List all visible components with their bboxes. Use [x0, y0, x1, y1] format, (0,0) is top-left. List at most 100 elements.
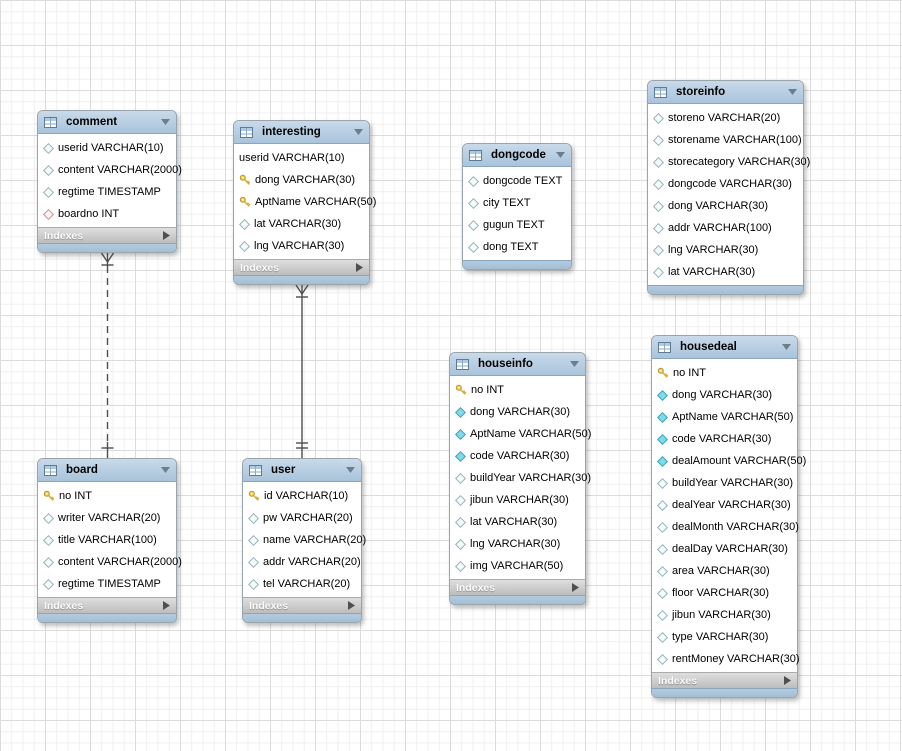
column-row: jibun VARCHAR(30) [450, 489, 585, 511]
table-footer [38, 613, 176, 622]
not-null-column-icon [657, 411, 668, 423]
indexes-expand-icon[interactable] [163, 231, 170, 240]
nullable-column-icon [657, 477, 668, 489]
column-label: AptName VARCHAR(50) [470, 428, 592, 440]
column-row: storecategory VARCHAR(30) [648, 151, 810, 173]
relationship-interesting-user[interactable] [295, 284, 309, 458]
collapse-arrow-icon[interactable] [570, 361, 579, 367]
table-header[interactable]: user [243, 459, 361, 482]
not-null-column-icon [455, 406, 466, 418]
nullable-column-icon [657, 653, 668, 665]
table-title: interesting [262, 126, 321, 138]
table-header[interactable]: storeinfo [648, 81, 803, 104]
nullable-column-icon [653, 222, 664, 234]
table-header[interactable]: comment [38, 111, 176, 134]
nullable-column-icon [455, 560, 466, 572]
table-node-housedeal[interactable]: housedeal no INT dong VARCHAR(30) AptNam… [651, 335, 806, 698]
indexes-expand-icon[interactable] [572, 583, 579, 592]
indexes-label: Indexes [658, 674, 698, 687]
column-row: addr VARCHAR(20) [243, 551, 361, 573]
column-label: no INT [59, 490, 93, 502]
indexes-row[interactable]: Indexes [234, 259, 369, 275]
column-label: no INT [471, 384, 505, 396]
collapse-arrow-icon[interactable] [161, 119, 170, 125]
table-node-board[interactable]: board no INT writer VARCHAR(20) title VA… [37, 458, 182, 623]
indexes-expand-icon[interactable] [163, 601, 170, 610]
column-label: jibun VARCHAR(30) [672, 609, 771, 621]
nullable-column-icon [455, 516, 466, 528]
column-label: type VARCHAR(30) [672, 631, 769, 643]
table-header[interactable]: dongcode [463, 144, 571, 167]
table-node-comment[interactable]: comment userid VARCHAR(10) content VARCH… [37, 110, 182, 253]
indexes-expand-icon[interactable] [784, 676, 791, 685]
column-label: content VARCHAR(2000) [58, 164, 182, 176]
column-label: title VARCHAR(100) [58, 534, 157, 546]
column-label: buildYear VARCHAR(30) [672, 477, 794, 489]
indexes-row[interactable]: Indexes [652, 672, 797, 688]
column-label: addr VARCHAR(100) [668, 222, 772, 234]
table-node-user[interactable]: user id VARCHAR(10) pw VARCHAR(20) name … [242, 458, 366, 623]
collapse-arrow-icon[interactable] [354, 129, 363, 135]
table-node-storeinfo[interactable]: storeinfo storeno VARCHAR(20) storename … [647, 80, 810, 295]
column-label: addr VARCHAR(20) [263, 556, 361, 568]
indexes-row[interactable]: Indexes [38, 597, 176, 613]
table-header[interactable]: interesting [234, 121, 369, 144]
column-row: lng VARCHAR(30) [648, 239, 803, 261]
not-null-column-icon [657, 389, 668, 401]
column-label: no INT [673, 367, 707, 379]
nullable-column-icon [43, 578, 54, 590]
indexes-row[interactable]: Indexes [38, 227, 176, 243]
collapse-arrow-icon[interactable] [556, 152, 565, 158]
table-icon [44, 116, 57, 128]
table-node-dongcode[interactable]: dongcode dongcode TEXT city TEXT gugun T… [462, 143, 572, 270]
indexes-row[interactable]: Indexes [450, 579, 585, 595]
column-label: userid VARCHAR(10) [239, 152, 345, 164]
column-row: buildYear VARCHAR(30) [652, 472, 797, 494]
column-label: lat VARCHAR(30) [254, 218, 342, 230]
table-icon [456, 358, 469, 370]
column-label: boardno INT [58, 208, 120, 220]
collapse-arrow-icon[interactable] [782, 344, 791, 350]
column-label: dealYear VARCHAR(30) [672, 499, 791, 511]
nullable-column-icon [248, 556, 259, 568]
nullable-column-icon [455, 472, 466, 484]
column-row: userid VARCHAR(10) [38, 137, 176, 159]
primary-key-icon [455, 384, 467, 396]
collapse-arrow-icon[interactable] [346, 467, 355, 473]
table-header[interactable]: housedeal [652, 336, 797, 359]
nullable-column-icon [653, 112, 664, 124]
column-row: no INT [38, 485, 176, 507]
column-label: lng VARCHAR(30) [470, 538, 561, 550]
column-row: lat VARCHAR(30) [234, 213, 369, 235]
column-label: gugun TEXT [483, 219, 545, 231]
table-title: comment [66, 116, 118, 128]
indexes-row[interactable]: Indexes [243, 597, 361, 613]
collapse-arrow-icon[interactable] [161, 467, 170, 473]
nullable-column-icon [248, 512, 259, 524]
indexes-expand-icon[interactable] [356, 263, 363, 272]
indexes-label: Indexes [44, 599, 84, 612]
not-null-column-icon [455, 428, 466, 440]
relationship-comment-board[interactable] [100, 252, 115, 458]
column-row: dong VARCHAR(30) [450, 401, 585, 423]
table-node-interesting[interactable]: interesting userid VARCHAR(10) dong VARC… [233, 120, 376, 285]
column-label: dealMonth VARCHAR(30) [672, 521, 799, 533]
column-label: img VARCHAR(50) [470, 560, 564, 572]
table-footer [652, 688, 797, 697]
table-header[interactable]: board [38, 459, 176, 482]
table-footer [234, 275, 369, 284]
nullable-column-icon [468, 219, 479, 231]
column-label: city TEXT [483, 197, 531, 209]
table-header[interactable]: houseinfo [450, 353, 585, 376]
nullable-column-icon [657, 631, 668, 643]
column-row: area VARCHAR(30) [652, 560, 797, 582]
indexes-expand-icon[interactable] [348, 601, 355, 610]
not-null-column-icon [657, 433, 668, 445]
column-row: dealMonth VARCHAR(30) [652, 516, 799, 538]
collapse-arrow-icon[interactable] [788, 89, 797, 95]
table-footer [243, 613, 361, 622]
column-row: tel VARCHAR(20) [243, 573, 361, 595]
table-node-houseinfo[interactable]: houseinfo no INT dong VARCHAR(30) AptNam… [449, 352, 591, 605]
table-title: dongcode [491, 149, 546, 161]
